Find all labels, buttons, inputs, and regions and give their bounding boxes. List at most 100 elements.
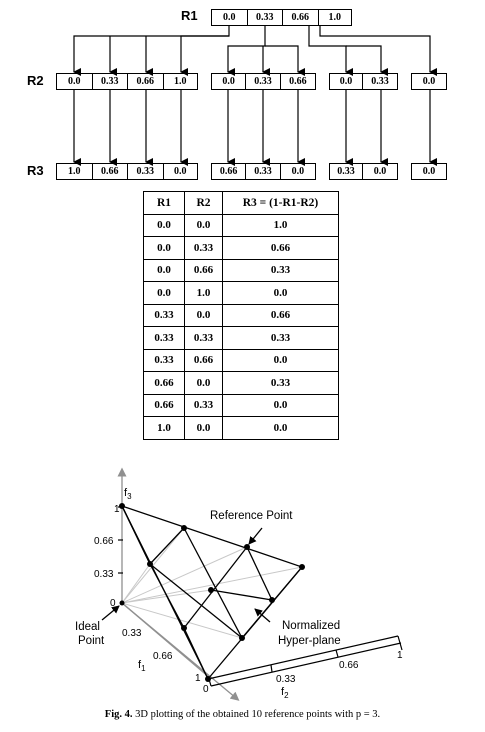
cell-r2: 0.0 bbox=[184, 213, 223, 237]
f3-label: f3 bbox=[124, 487, 132, 501]
r3-cell: 0.33 bbox=[128, 164, 164, 179]
r2-cell: 0.33 bbox=[246, 74, 281, 89]
r2-cell: 0.66 bbox=[289, 76, 307, 87]
r2-label: R2 bbox=[27, 73, 44, 88]
r3-group-3: 0.33 0.0 bbox=[329, 163, 398, 180]
f1-tick-1: 1 bbox=[195, 673, 201, 684]
cell-r3: 0.33 bbox=[222, 371, 339, 395]
f1-tick-066: 0.66 bbox=[153, 651, 173, 662]
r2-cell: 0.0 bbox=[212, 74, 247, 89]
cell-r2: 0.33 bbox=[184, 393, 223, 417]
r3-cell: 0.66 bbox=[93, 164, 128, 179]
hyper-plane-label: Hyper-plane bbox=[278, 635, 341, 647]
cell-r3: 0.33 bbox=[222, 258, 339, 282]
f2-tick-0: 0 bbox=[203, 684, 209, 695]
r3-cell: 0.66 bbox=[212, 164, 247, 179]
ideal-point-arrow bbox=[101, 605, 120, 621]
cell-r2: 0.0 bbox=[184, 303, 223, 327]
cell-r3: 0.33 bbox=[222, 326, 339, 350]
point-label: Point bbox=[78, 635, 105, 647]
cell-r1: 0.66 bbox=[143, 393, 185, 417]
figure-number: Fig. 4. bbox=[104, 709, 133, 720]
f2-tick-033: 0.33 bbox=[276, 674, 296, 685]
cell-r2: 0.33 bbox=[184, 236, 223, 260]
cell-r1: 0.66 bbox=[143, 371, 185, 395]
table-header-r1: R1 bbox=[143, 191, 185, 215]
f1-label: f1 bbox=[138, 659, 146, 673]
cell-r3: 0.0 bbox=[222, 393, 339, 417]
hyper-plane-arrow bbox=[254, 608, 271, 623]
ideal-label: Ideal bbox=[75, 621, 100, 633]
cell-r3: 0.66 bbox=[222, 303, 339, 327]
r1-cell: 1.0 bbox=[328, 12, 342, 23]
f2-axis-origin bbox=[121, 602, 211, 679]
cell-r2: 1.0 bbox=[184, 281, 223, 305]
reference-point-arrow bbox=[248, 527, 263, 545]
r3-cell: 0.33 bbox=[246, 164, 281, 179]
table-header-r3: R3 = (1-R1-R2) bbox=[222, 191, 339, 215]
r3-cell: 0.0 bbox=[174, 166, 187, 177]
cell-r2: 0.66 bbox=[184, 348, 223, 372]
reference-point-label: Reference Point bbox=[210, 510, 293, 522]
cell-r2: 0.66 bbox=[184, 258, 223, 282]
r2-cell: 0.0 bbox=[57, 74, 93, 89]
cell-r2: 0.0 bbox=[184, 416, 223, 440]
f1-tick-033: 0.33 bbox=[122, 628, 142, 639]
r3-cell: 0.0 bbox=[291, 166, 305, 177]
f2-tick-066: 0.66 bbox=[339, 660, 359, 671]
cell-r3: 0.0 bbox=[222, 416, 339, 440]
cell-r2: 0.0 bbox=[184, 371, 223, 395]
normalized-label: Normalized bbox=[282, 620, 340, 632]
r2-cell: 0.0 bbox=[330, 74, 364, 89]
r3-label: R3 bbox=[27, 163, 44, 178]
r2-cell: 1.0 bbox=[174, 76, 187, 87]
cell-r1: 0.0 bbox=[143, 236, 185, 260]
r2-cell: 0.33 bbox=[371, 76, 389, 87]
cell-r3: 1.0 bbox=[222, 213, 339, 237]
r2-cell: 0.0 bbox=[422, 76, 436, 87]
reference-points bbox=[119, 503, 305, 682]
r3-cell: 0.33 bbox=[330, 164, 364, 179]
f3-tick-066: 0.66 bbox=[94, 536, 114, 547]
r1-box: 0.0 0.33 0.66 1.0 bbox=[211, 9, 352, 26]
f3-tick-033: 0.33 bbox=[94, 569, 114, 580]
r1-label: R1 bbox=[181, 8, 198, 23]
r2-cell: 0.33 bbox=[93, 74, 128, 89]
figure-caption: Fig. 4. 3D plotting of the obtained 10 r… bbox=[0, 709, 485, 720]
f2-tick-1: 1 bbox=[397, 650, 403, 661]
f3-tick-0: 0 bbox=[110, 598, 116, 609]
cell-r1: 0.33 bbox=[143, 326, 185, 350]
cell-r1: 0.33 bbox=[143, 348, 185, 372]
r1-cell: 0.33 bbox=[248, 10, 283, 25]
f2-label: f2 bbox=[281, 686, 289, 700]
r1-cell: 0.0 bbox=[212, 10, 248, 25]
table-header-r2: R2 bbox=[184, 191, 223, 215]
tree-connectors bbox=[73, 26, 437, 166]
r2-cell: 0.66 bbox=[128, 74, 164, 89]
cell-r1: 1.0 bbox=[143, 416, 185, 440]
reference-point-plot: 1 0.66 0.33 0 f3 0 0.33 0.66 1 f2 0.33 0… bbox=[75, 467, 403, 701]
cell-r2: 0.33 bbox=[184, 326, 223, 350]
cell-r3: 0.0 bbox=[222, 281, 339, 305]
cell-r1: 0.0 bbox=[143, 213, 185, 237]
table-header-row: R1 R2 R3 = (1-R1-R2) bbox=[143, 191, 339, 215]
figure-caption-text: 3D plotting of the obtained 10 reference… bbox=[135, 709, 381, 720]
r3-group-1: 1.0 0.66 0.33 0.0 bbox=[56, 163, 198, 180]
r2-group-3: 0.0 0.33 bbox=[329, 73, 398, 90]
cell-r1: 0.33 bbox=[143, 303, 185, 327]
cell-r1: 0.0 bbox=[143, 258, 185, 282]
r3-cell: 0.0 bbox=[422, 166, 436, 177]
cell-r3: 0.66 bbox=[222, 236, 339, 260]
f2-axis bbox=[207, 635, 399, 680]
